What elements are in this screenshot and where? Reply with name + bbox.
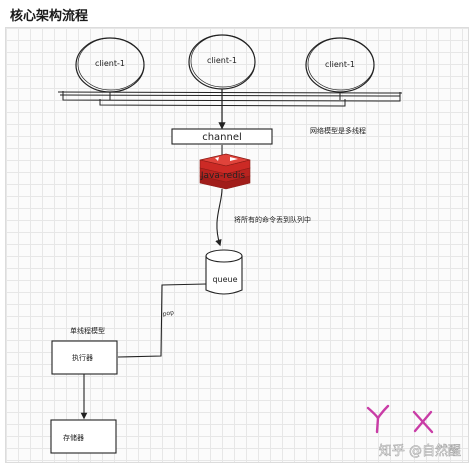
queue-label: queue <box>212 275 237 284</box>
executor-box: 执行器 <box>51 340 118 375</box>
storage-label: 存储器 <box>63 433 84 442</box>
network-bus <box>57 91 403 107</box>
channel-label: channel <box>202 132 242 143</box>
corner-mark <box>366 404 434 434</box>
channel-box: channel <box>171 128 273 145</box>
watermark-text: 知乎 @自然醒 <box>379 443 461 459</box>
channel-note: 网络模型是多线程 <box>310 126 366 135</box>
redis-logo: Java-redis <box>199 153 251 190</box>
client-node-2: client-1 <box>188 34 256 90</box>
watermark: 知乎 @自然醒 <box>379 443 462 460</box>
pop-label: pop <box>162 309 175 318</box>
single-thread-note: 单线程模型 <box>70 326 105 335</box>
queue-cylinder: queue <box>205 249 243 295</box>
diagram-canvas <box>5 27 469 463</box>
redis-to-queue-arrow <box>215 188 223 247</box>
client-label-1: client-1 <box>95 59 125 68</box>
client-label-2: client-1 <box>207 56 237 65</box>
client-label-3: client-1 <box>325 60 355 69</box>
client-node-3: client-1 <box>305 37 375 93</box>
executor-label: 执行器 <box>72 353 93 362</box>
storage-box: 存储器 <box>50 419 117 454</box>
redis-label: Java-redis <box>200 171 246 181</box>
queue-to-executor-line <box>117 283 207 358</box>
queue-note: 将所有的命令丢到队列中 <box>234 215 311 224</box>
client-node-1: client-1 <box>75 37 145 93</box>
page-title: 核心架构流程 <box>10 9 89 24</box>
